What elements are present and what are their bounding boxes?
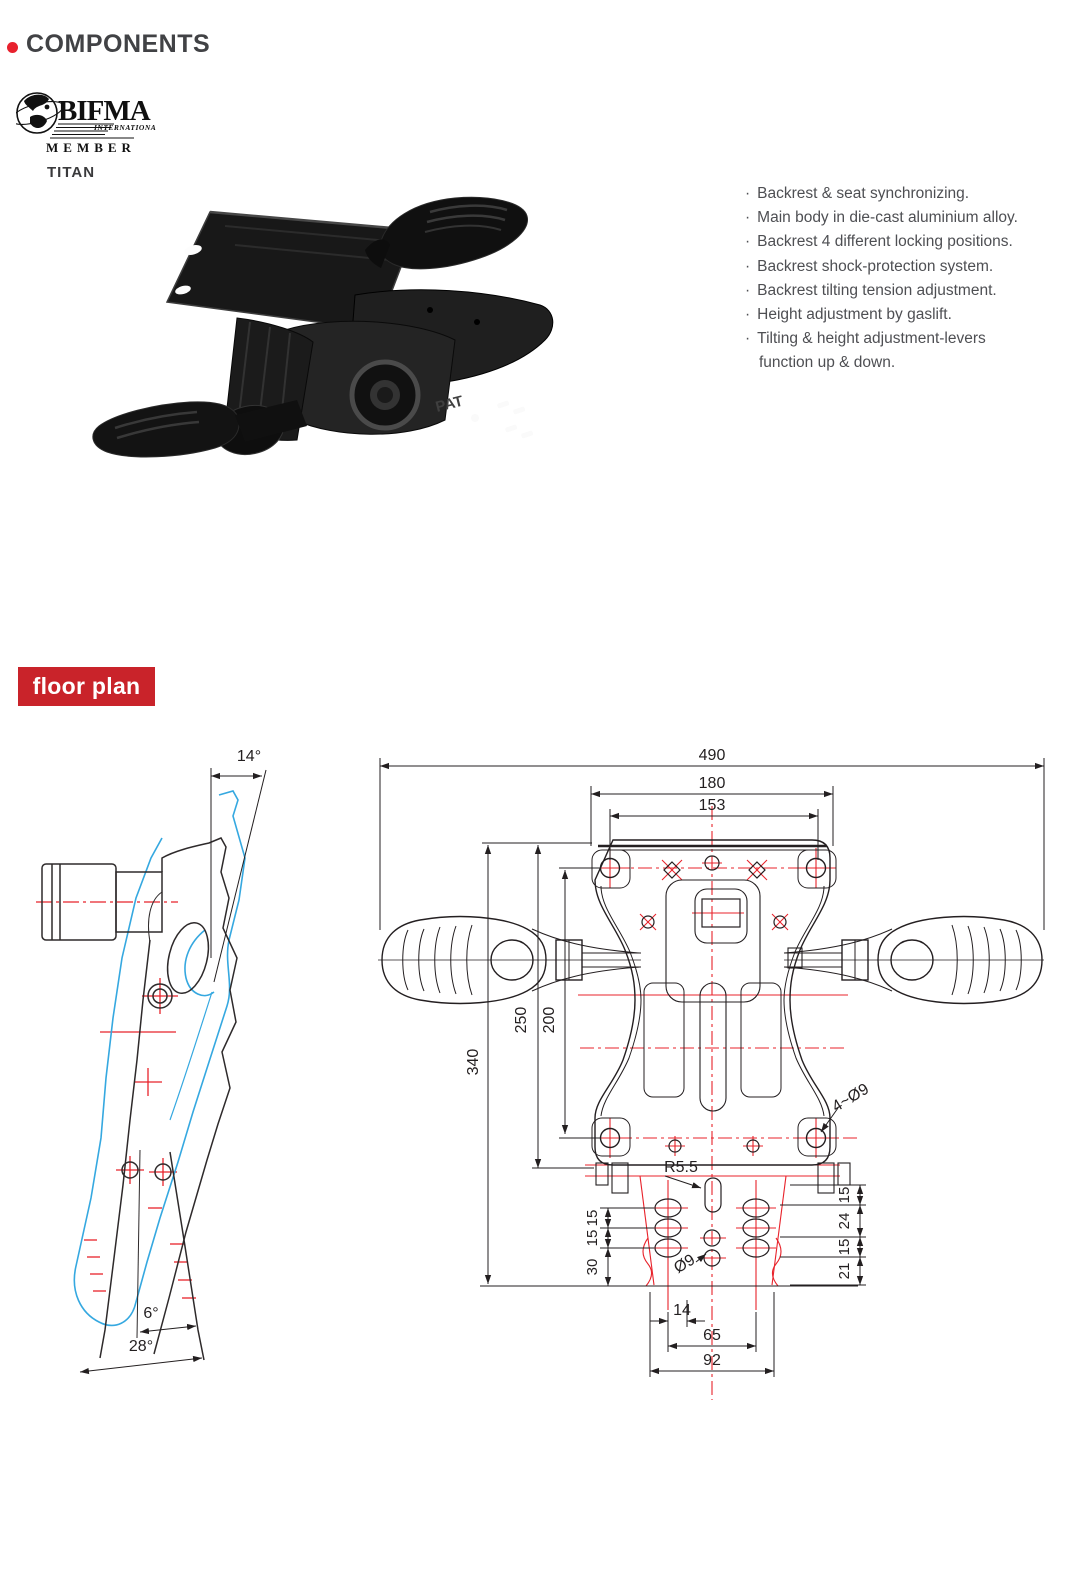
dim-65: 65 <box>703 1327 721 1344</box>
feature-item: ·Height adjustment by gaslift. <box>745 306 952 324</box>
logo-lines <box>50 123 134 139</box>
feature-item: ·Tilting & height adjustment-levers <box>745 330 986 348</box>
dim-right-21: 21 <box>836 1263 853 1280</box>
logo-subtitle: INTERNATIONAL <box>93 123 156 132</box>
section-bullet-icon <box>7 42 18 53</box>
callout-corner-holes: 4~Ø9 <box>829 1081 872 1116</box>
lever-right <box>783 915 1044 1005</box>
dim-right-15a: 15 <box>836 1187 853 1204</box>
feature-item: ·Backrest 4 different locking positions. <box>745 233 1013 251</box>
product-name: TITAN <box>47 164 96 181</box>
mechanism-photo: PAT <box>92 196 554 458</box>
top-view: 490 180 153 340 250 200 15 24 15 21 15 1… <box>378 747 1045 1400</box>
section-header: COMPONENTS <box>7 30 210 59</box>
dim-340: 340 <box>465 1049 482 1076</box>
side-view-body <box>41 837 238 1361</box>
feature-item: ·Backrest shock-protection system. <box>745 257 994 275</box>
floor-plan-label: floor plan <box>32 673 141 699</box>
dim-92: 92 <box>703 1352 721 1369</box>
dim-250: 250 <box>513 1007 530 1034</box>
product-photo: PAT <box>92 196 554 458</box>
top-view-red-lines <box>568 806 858 1400</box>
feature-item-continuation: function up & down. <box>759 354 896 372</box>
feature-item: ·Backrest & seat synchronizing. <box>745 185 970 202</box>
feature-item: ·Backrest tilting tension adjustment. <box>745 281 997 299</box>
logo-member: MEMBER <box>46 140 136 155</box>
dim-left-15b: 15 <box>584 1230 601 1247</box>
side-view-angle-dims <box>79 768 267 1375</box>
globe-icon <box>16 92 64 134</box>
dim-200: 200 <box>541 1007 558 1034</box>
feature-list: ·Backrest & seat synchronizing. ·Main bo… <box>745 182 1035 376</box>
dim-490: 490 <box>699 747 726 764</box>
bifma-logo: BIFMA INTERNATIONAL MEMBER <box>16 92 156 155</box>
dim-14: 14 <box>673 1302 691 1319</box>
page-title: COMPONENTS <box>26 30 211 58</box>
feature-item: ·Main body in die-cast aluminium alloy. <box>745 209 1018 227</box>
lever-left <box>378 915 641 1005</box>
angle-14-label: 14° <box>237 748 261 765</box>
side-view: 14° 6° 28° <box>36 748 267 1375</box>
dim-right-15b: 15 <box>836 1239 853 1256</box>
technical-drawing: 14° 6° 28° <box>36 747 1045 1400</box>
dim-right-24: 24 <box>836 1213 853 1230</box>
side-view-tilted-profile <box>73 790 246 1327</box>
angle-6-label: 6° <box>143 1305 158 1322</box>
photo-pat-marking: PAT <box>434 393 465 416</box>
floor-plan-banner: floor plan <box>18 667 155 706</box>
dim-180: 180 <box>699 775 726 792</box>
top-view-plate <box>591 839 851 1267</box>
dim-153: 153 <box>699 797 726 814</box>
angle-28-label: 28° <box>129 1338 153 1355</box>
logo-brand: BIFMA <box>58 95 151 127</box>
top-view-dimensions <box>379 758 1045 1377</box>
callout-radius: R5.5 <box>664 1159 698 1176</box>
dim-left-15a: 15 <box>584 1210 601 1227</box>
dim-left-30: 30 <box>584 1259 601 1276</box>
